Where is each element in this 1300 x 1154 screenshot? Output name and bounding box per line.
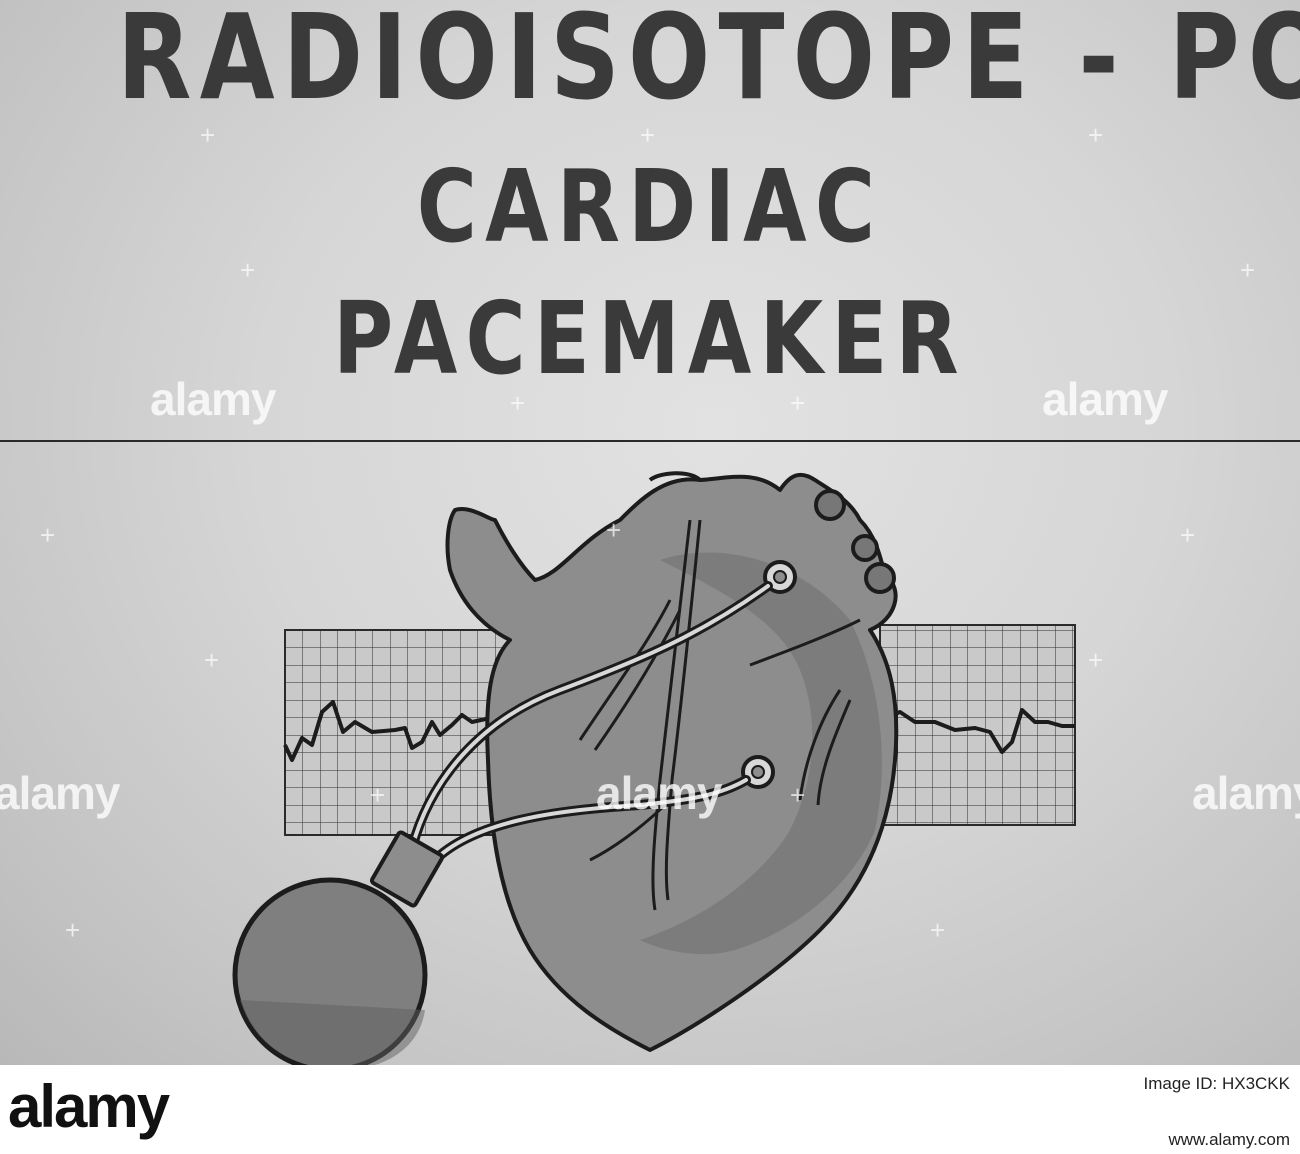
watermark-text: alamy <box>1042 373 1168 425</box>
pacemaker-illustration <box>232 471 1076 1065</box>
watermark-plus-icon: + <box>930 915 946 945</box>
watermark-text: alamy <box>0 767 120 819</box>
footer-url-link[interactable]: www.alamy.com <box>1168 1130 1290 1149</box>
watermark-plus-icon: + <box>510 388 526 418</box>
footer-logo: alamy <box>8 1073 170 1140</box>
ecg-strip-right <box>879 624 1076 826</box>
watermark-plus-icon: + <box>1240 255 1256 285</box>
watermark-plus-icon: + <box>790 780 806 810</box>
watermark-plus-icon: + <box>1180 520 1196 550</box>
watermark-plus-icon: + <box>240 255 256 285</box>
watermark-plus-icon: + <box>40 520 56 550</box>
watermark-plus-icon: + <box>200 120 216 150</box>
poster-title-line-2: CARDIAC <box>416 148 884 265</box>
poster-photograph: RADIOISOTOPE - POWER CARDIAC PACEMAKER <box>0 0 1300 1065</box>
watermark-plus-icon: + <box>1088 120 1104 150</box>
ecg-strip-left <box>283 629 516 836</box>
footer-bar <box>0 1065 1300 1154</box>
watermark-text: alamy <box>150 373 276 425</box>
poster-title-line-1: RADIOISOTOPE - POWER <box>117 0 1300 126</box>
image-id-text: Image ID: HX3CKK <box>1143 1074 1290 1093</box>
watermark-plus-icon: + <box>204 645 220 675</box>
poster-title-line-3: PACEMAKER <box>333 280 967 397</box>
watermark-text: alamy <box>1192 767 1300 819</box>
lead-wires <box>407 581 773 870</box>
divider-line <box>0 440 1300 442</box>
watermark-plus-icon: + <box>606 515 622 545</box>
watermark-plus-icon: + <box>370 780 386 810</box>
watermark-text: alamy <box>596 767 722 819</box>
watermark-plus-icon: + <box>640 120 656 150</box>
watermark-plus-icon: + <box>65 915 81 945</box>
heart-drawing <box>445 471 899 1052</box>
watermark-plus-icon: + <box>1088 645 1104 675</box>
power-source <box>232 830 445 1065</box>
watermark-plus-icon: + <box>790 388 806 418</box>
